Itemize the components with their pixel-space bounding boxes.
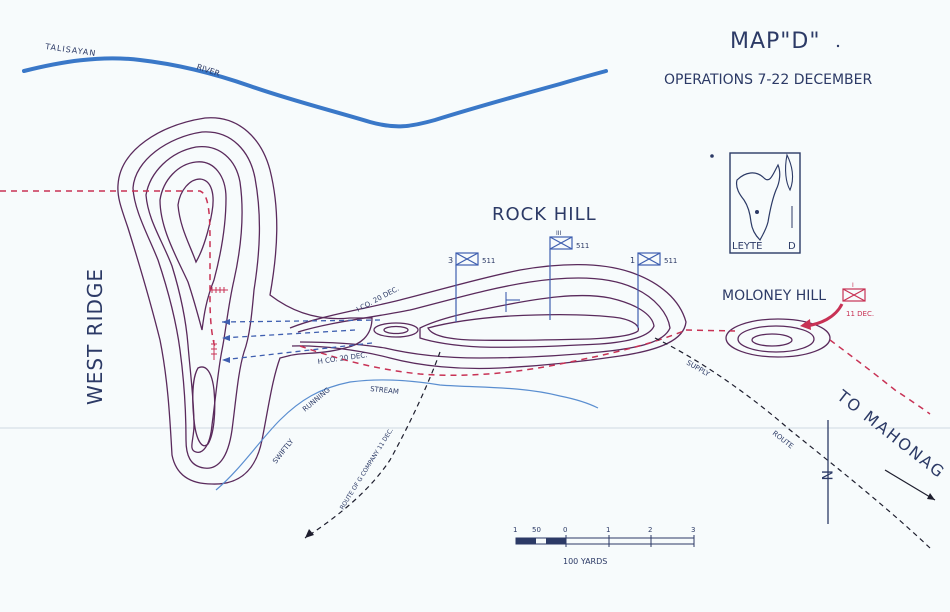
unit-1-right: 511 — [482, 257, 495, 265]
i-co-label: I CO. 20 DEC. — [355, 285, 400, 314]
river-name-river: RIVER — [195, 62, 221, 78]
scale-tick-4: 2 — [648, 526, 652, 534]
unit-symbol-2 — [549, 236, 573, 320]
stream-label-swiftly: SWIFTLY — [271, 437, 296, 465]
north-label: N — [818, 470, 834, 480]
rock-hill-label: ROCK HILL — [492, 204, 597, 225]
unit-2-right: 511 — [576, 242, 589, 250]
scale-tick-2: 0 — [563, 526, 567, 534]
unit-1-left: 3 — [448, 256, 453, 265]
advance-arrows — [221, 319, 381, 361]
west-ridge-label: WEST RIDGE — [83, 268, 107, 405]
h-co-label: H CO. 20 DEC. — [317, 351, 368, 366]
route-g-company — [304, 351, 441, 539]
to-mahonag-label: TO MAHONAG — [833, 386, 949, 483]
moloney-attack-arrow — [805, 303, 844, 328]
stream-label-stream: STREAM — [370, 385, 400, 396]
talisayan-river — [22, 56, 608, 129]
map-subtitle: OPERATIONS 7-22 DECEMBER — [664, 72, 872, 88]
moloney-date: 11 DEC. — [846, 310, 874, 318]
unit-symbol-3 — [637, 252, 661, 328]
moloney-unit-top: I — [852, 282, 854, 289]
ridge-tick-marks — [210, 287, 228, 360]
unit-2-top: III — [556, 230, 562, 237]
scale-tick-3: 1 — [606, 526, 610, 534]
moloney-hill-contours — [725, 318, 831, 358]
west-ridge-contours — [117, 117, 373, 485]
scale-unit: 100 YARDS — [563, 557, 607, 566]
map-title: MAP"D" — [730, 29, 820, 54]
route-red — [0, 190, 931, 415]
g-company-label: ROUTE OF G COMPANY 11 DEC. — [339, 427, 395, 511]
stream-label-running: RUNNING — [301, 386, 332, 413]
scale-tick-5: 3 — [691, 526, 695, 534]
inset-label: LEYTE — [732, 241, 762, 252]
river-name-talisayan: TALISAYAN — [44, 42, 97, 58]
rock-hill-contours — [289, 263, 687, 370]
inset-map-leyte: LEYTE D — [729, 152, 801, 254]
unit-symbol-1 — [455, 252, 479, 322]
g-company-arrowhead — [305, 529, 314, 538]
unit-3-right: 511 — [664, 257, 677, 265]
unit-3-left: 1 — [630, 256, 635, 265]
scale-tick-0: 1 — [513, 526, 517, 534]
swiftly-running-stream — [215, 379, 599, 491]
advance-arrowheads — [222, 319, 230, 363]
to-mahonag-arrow — [884, 469, 936, 501]
small-flag-marker — [505, 292, 520, 312]
supply-route — [654, 337, 931, 549]
inset-mark: D — [788, 241, 796, 252]
scale-bar — [515, 535, 695, 547]
moloney-hill-label: MOLONEY HILL — [722, 288, 826, 304]
moloney-unit-symbol — [842, 288, 866, 302]
scale-tick-1: 50 — [532, 526, 541, 534]
supply-label-route: ROUTE — [771, 429, 795, 450]
